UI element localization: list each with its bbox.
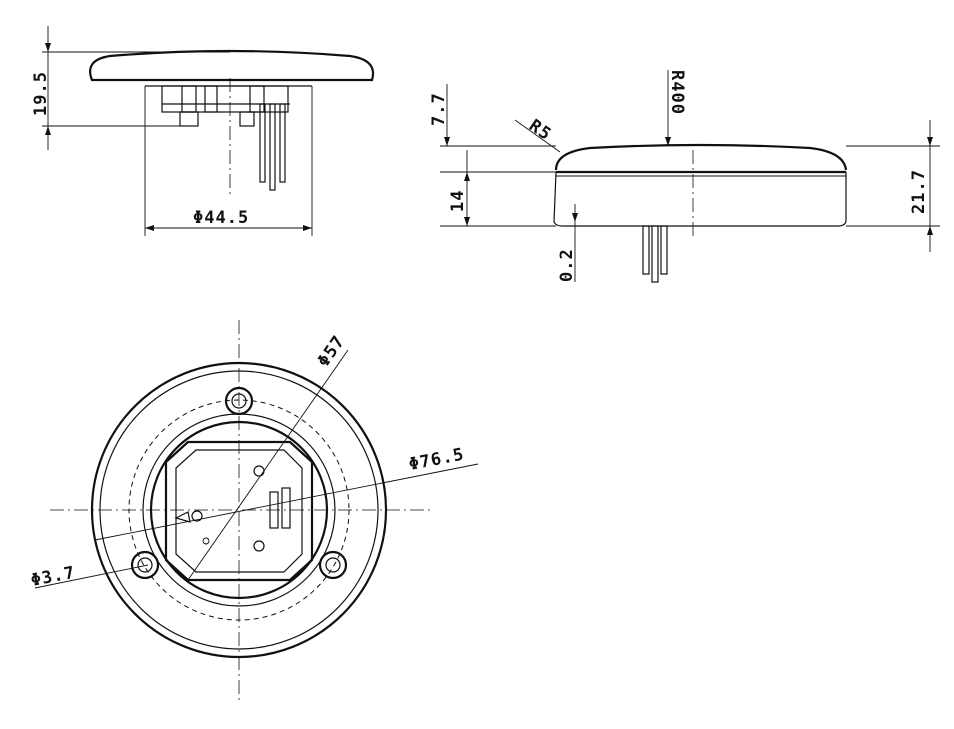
arrow-14-bot — [464, 217, 470, 226]
r5-label: R5 — [525, 116, 555, 145]
side-view-left: 19.5 Φ44.5 — [31, 26, 375, 236]
cap-profile — [89, 49, 375, 82]
phi57-label: Φ57 — [314, 332, 350, 371]
body-housing — [161, 85, 289, 113]
screw-4 — [202, 537, 210, 545]
dim-0-2-label: 0.2 — [557, 248, 577, 282]
inner-base — [149, 420, 329, 600]
body-profile — [553, 171, 847, 227]
arrow-0-2 — [572, 213, 578, 222]
dim-21-7-label: 21.7 — [909, 169, 929, 214]
side-view-right: R400 R5 7.7 14 0.2 21.7 — [429, 70, 940, 283]
phi57-leader — [187, 349, 349, 581]
terminal-mid — [204, 85, 218, 113]
hole-left-inner — [137, 557, 153, 573]
arrow-21-7-bot — [927, 226, 933, 235]
screw-3 — [253, 540, 265, 552]
rpin-1 — [642, 225, 650, 275]
rpin-2 — [651, 225, 659, 283]
rpin-3 — [660, 225, 668, 275]
plan-view: Φ57 Φ76.5 Φ3.7 — [29, 320, 479, 700]
hole-left-outer — [130, 550, 160, 580]
arrow-21-7-top — [927, 137, 933, 146]
terminal-right — [249, 85, 265, 113]
phi76-leader — [94, 463, 479, 541]
dome-profile — [554, 143, 848, 171]
hole-right-outer — [318, 550, 348, 580]
screw-2 — [191, 510, 203, 522]
hole-top-inner — [231, 393, 247, 409]
connector-right — [239, 111, 255, 127]
r400-arrow — [665, 137, 671, 146]
phi37-label: Φ3.7 — [29, 563, 77, 591]
arrow-44-left — [145, 225, 154, 231]
arrow-44-right — [303, 225, 312, 231]
pin-1 — [259, 103, 266, 183]
contact-arrow — [174, 511, 191, 523]
outer-ring — [90, 361, 388, 659]
dim-7-7-label: 7.7 — [429, 92, 449, 126]
terminal-left — [181, 85, 197, 113]
arrow-7-7 — [444, 137, 450, 146]
dim-44-5-label: Φ44.5 — [193, 208, 249, 228]
arrow-bottom — [45, 126, 51, 135]
phi37-leader — [34, 564, 149, 589]
bolt-circle — [128, 399, 350, 621]
hole-top-outer — [224, 386, 254, 416]
r400-label: R400 — [667, 70, 687, 115]
terminal-block-b — [281, 487, 291, 529]
dim-19-5-label: 19.5 — [31, 71, 51, 116]
terminal-block-a — [269, 491, 279, 529]
inner-housing — [164, 440, 314, 582]
hole-right-inner — [325, 557, 341, 573]
phi76-label: Φ76.5 — [407, 445, 466, 475]
pin-3 — [279, 103, 286, 183]
screw-1 — [253, 465, 265, 477]
arrow-14-top — [464, 172, 470, 181]
outer-ring-inner — [99, 370, 379, 650]
pin-2 — [269, 103, 276, 191]
connector-left — [179, 111, 199, 127]
inner-housing-detail — [175, 449, 303, 573]
dim-14-label: 14 — [448, 190, 468, 212]
arrow-top — [45, 43, 51, 52]
r5-leader — [514, 119, 561, 153]
